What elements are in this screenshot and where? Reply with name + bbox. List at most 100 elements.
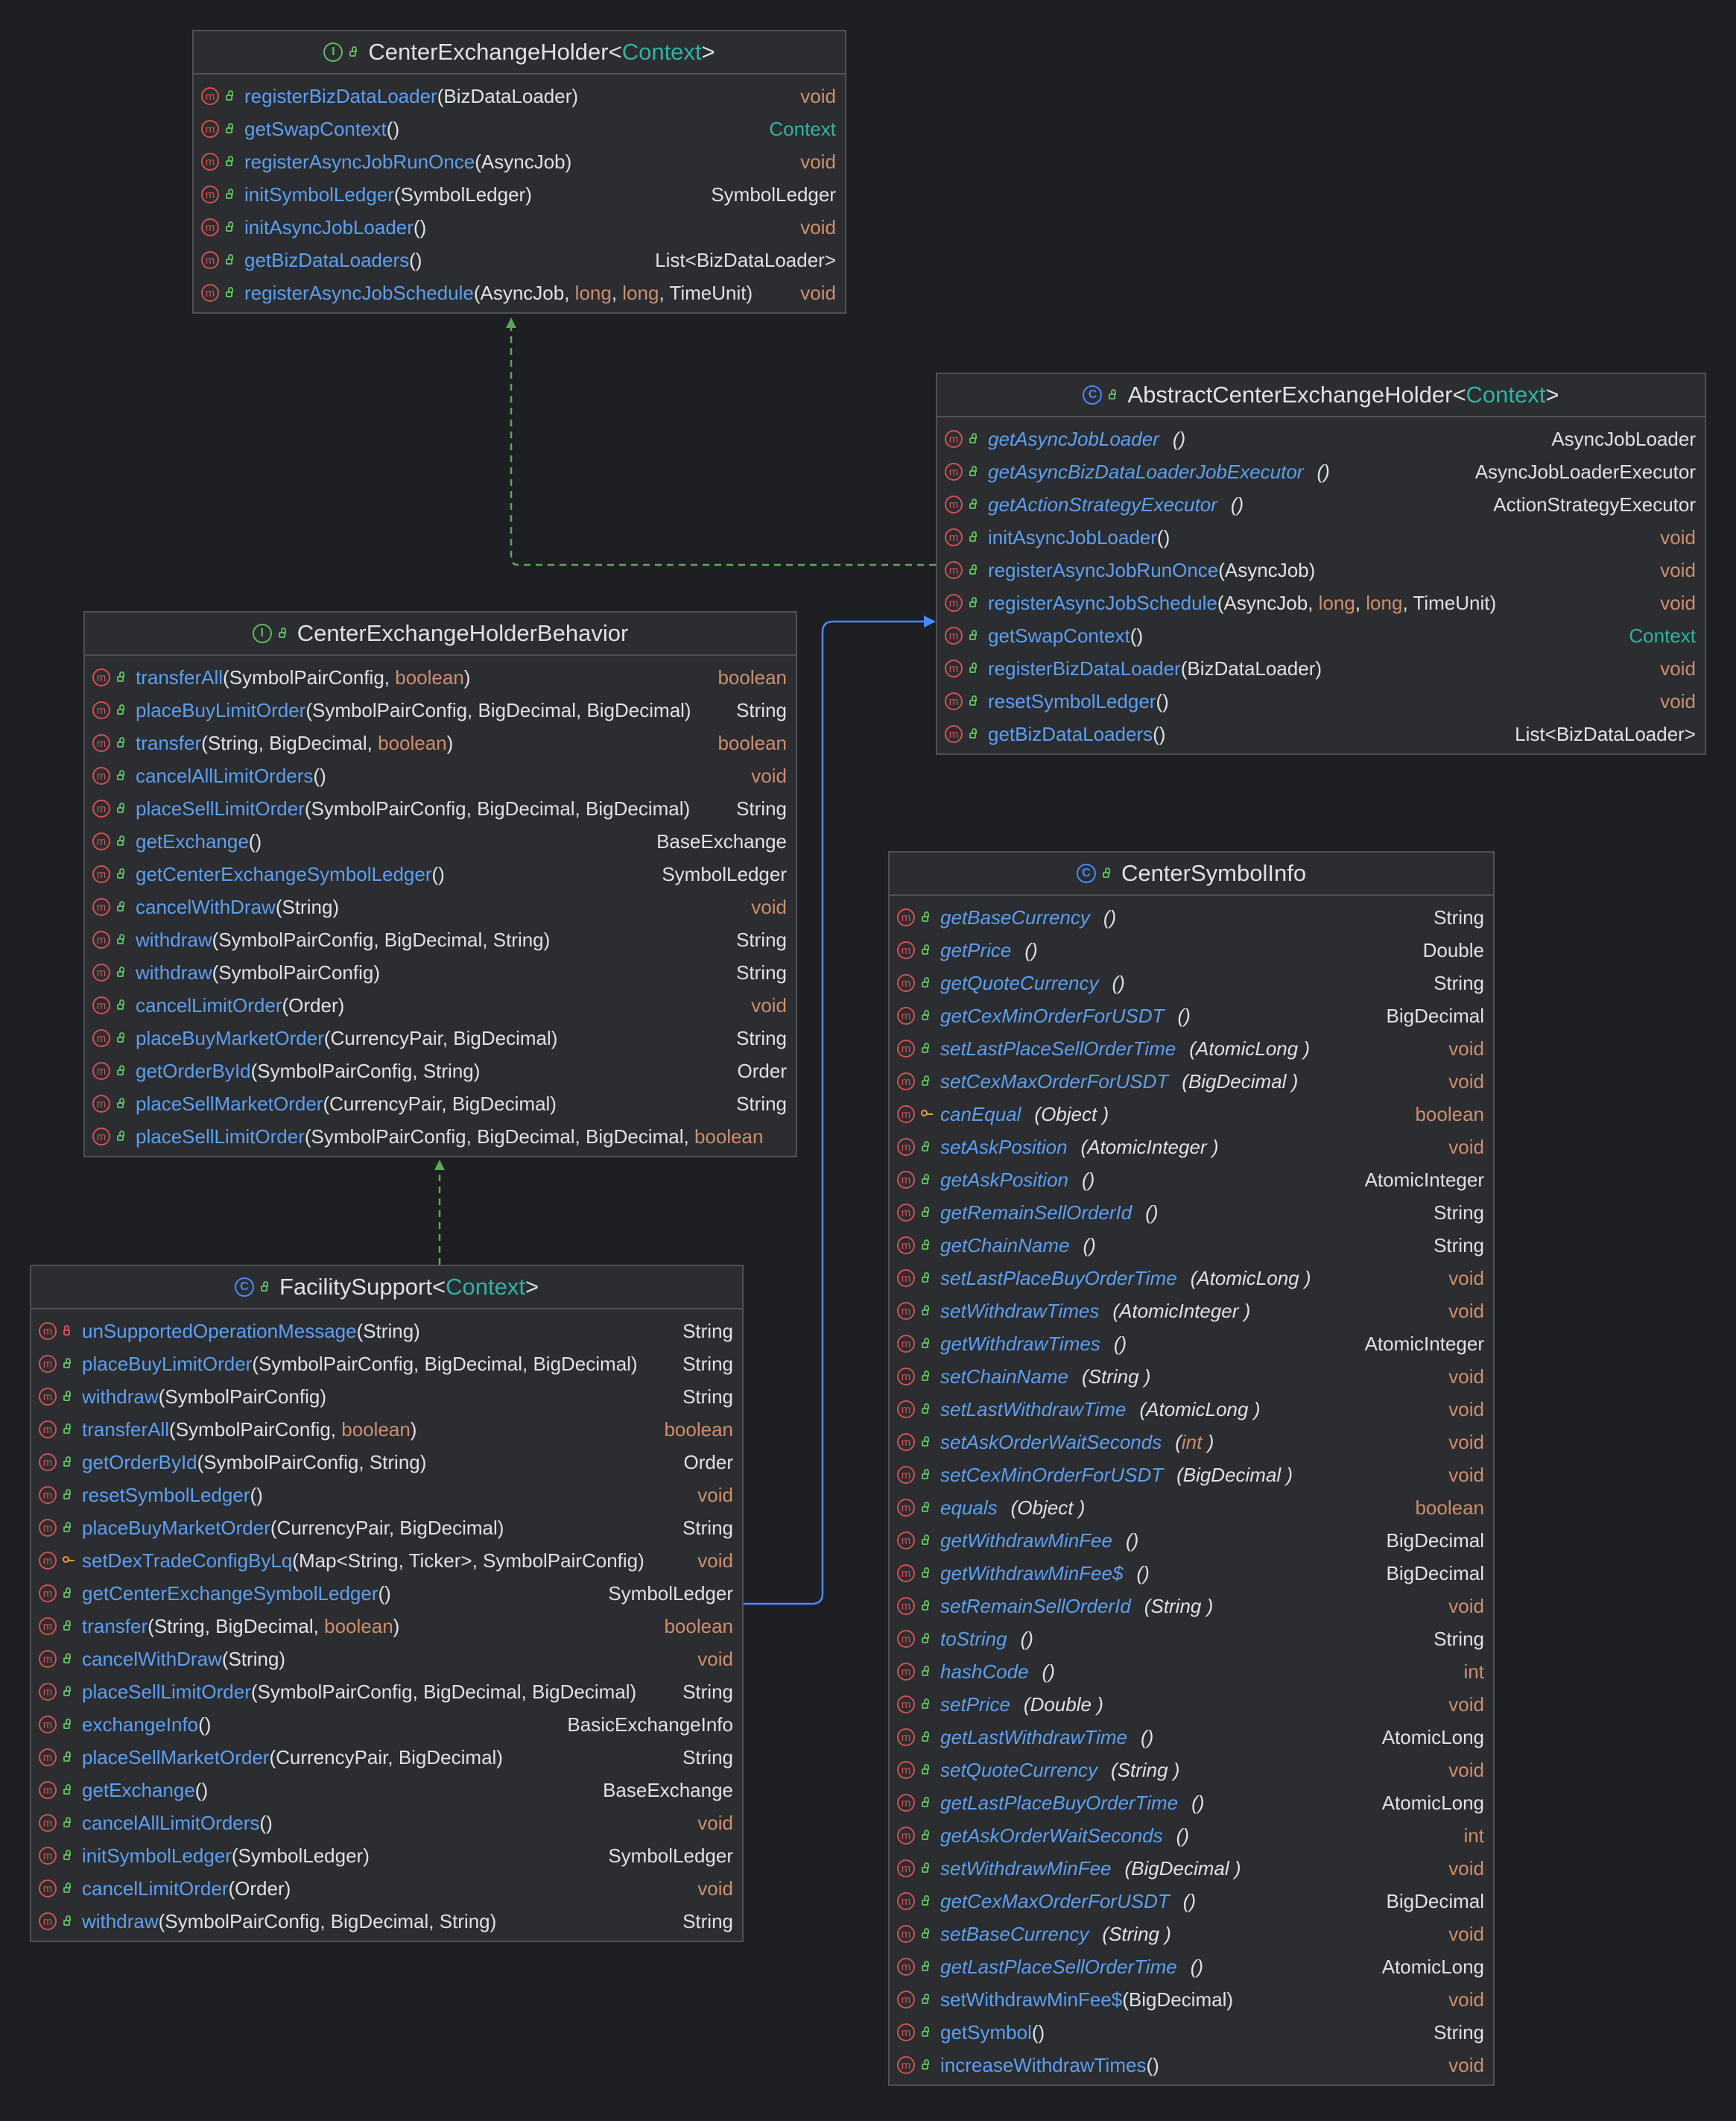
method-params: (BigDecimal ) xyxy=(1124,1856,1241,1880)
method-params: (Object ) xyxy=(1034,1102,1109,1125)
public-access-icon xyxy=(116,999,125,1011)
